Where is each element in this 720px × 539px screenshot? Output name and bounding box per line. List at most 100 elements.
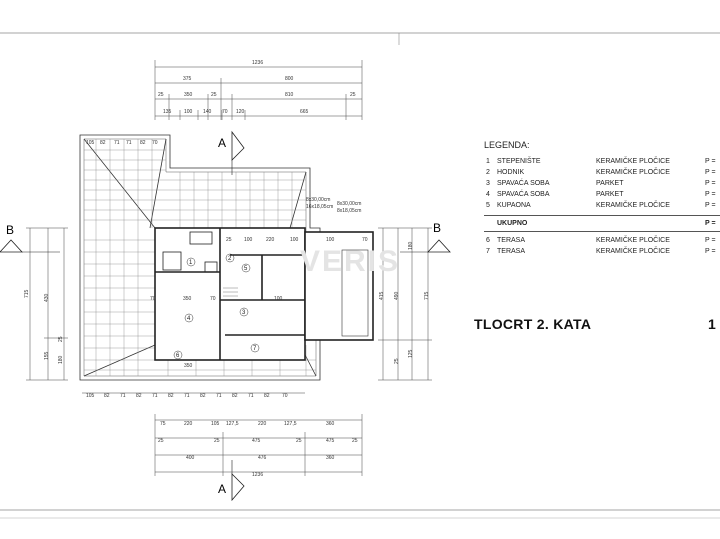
dim-bottom-r1-b: 82	[104, 393, 110, 399]
plan-title: TLOCRT 2. KATA	[474, 316, 592, 332]
watermark: VERIS	[300, 245, 401, 278]
section-arrow-a-top	[231, 130, 245, 175]
dim-interior-d: 100	[274, 296, 283, 302]
dim-left-total: 715	[24, 289, 30, 298]
dim-room-top-f: 70	[362, 237, 368, 243]
dim-roof-top-c: 71	[114, 140, 120, 146]
legend-area: P =	[705, 191, 716, 198]
dim-bottom-r1-a: 105	[86, 393, 95, 399]
legend-num: 7	[486, 248, 490, 255]
window-spec-3: 8x30,00cm	[337, 201, 361, 207]
room-label-5: 5	[244, 266, 248, 272]
window-spec-4: 8x18,05cm	[337, 208, 361, 214]
legend-row-1: 1 STEPENIŠTE KERAMIČKE PLOČICE P =	[484, 158, 720, 169]
dim-interior-b: 350	[184, 363, 193, 369]
dim-bottom-r1-c: 71	[120, 393, 126, 399]
legend-floor: PARKET	[596, 180, 624, 187]
dim-bottom-r3-c: 475	[252, 438, 261, 444]
dim-bottom-r2-c: 105	[211, 421, 220, 427]
dim-roof-top-e: 82	[140, 140, 146, 146]
legend-total-area: P =	[705, 220, 716, 227]
dim-bottom-r3-e: 475	[326, 438, 335, 444]
dim-bottom-r1-l: 82	[264, 393, 270, 399]
dim-bottom-r1-m: 70	[282, 393, 288, 399]
dim-roof-top-b: 82	[100, 140, 106, 146]
section-label-b-right: B	[433, 221, 441, 235]
dim-top-r4-c: 140	[203, 109, 212, 115]
dim-interior-a: 350	[183, 296, 192, 302]
dim-top-r2-a: 375	[183, 76, 192, 82]
dim-room-top-a: 25	[226, 237, 232, 243]
legend-room: HODNIK	[497, 169, 525, 176]
dim-top-total: 1236	[252, 60, 263, 66]
dim-bottom-total: 1236	[252, 472, 263, 478]
dim-top-r3-e: 25	[350, 92, 356, 98]
dim-bottom-r2-d: 127,5	[226, 421, 239, 427]
dim-bottom-r4-b: 476	[258, 455, 267, 461]
legend-floor: KERAMIČKE PLOČICE	[596, 202, 670, 209]
dim-right-a: 415	[379, 291, 385, 300]
legend-floor: KERAMIČKE PLOČICE	[596, 248, 670, 255]
section-arrow-a-bottom	[231, 460, 245, 502]
dim-bottom-r4-c: 360	[326, 455, 335, 461]
dim-roof-top-d: 71	[126, 140, 132, 146]
dim-bottom-r2-g: 360	[326, 421, 335, 427]
dim-room-top-c: 220	[266, 237, 275, 243]
legend-area: P =	[705, 248, 716, 255]
dim-bottom-r1-f: 82	[168, 393, 174, 399]
legend-num: 4	[486, 191, 490, 198]
legend-area: P =	[705, 158, 716, 165]
dim-bottom-r1-h: 82	[200, 393, 206, 399]
left-dimension-lines	[26, 227, 68, 381]
dim-top-r4-e: 120	[236, 109, 245, 115]
dim-right-b: 490	[394, 291, 400, 300]
dim-bottom-r1-e: 71	[152, 393, 158, 399]
legend-room: STEPENIŠTE	[497, 158, 541, 165]
dim-bottom-r2-a: 75	[160, 421, 166, 427]
legend-row-5: 5 KUPAONA KERAMIČKE PLOČICE P =	[484, 202, 720, 213]
section-label-b-left: B	[6, 223, 14, 237]
section-label-a-top: A	[218, 136, 226, 150]
dim-bottom-r1-k: 71	[248, 393, 254, 399]
dim-top-r3-d: 810	[285, 92, 294, 98]
room-label-2: 2	[228, 256, 232, 262]
legend-room: KUPAONA	[497, 202, 531, 209]
section-arrow-b-left	[0, 239, 60, 253]
room-label-3: 3	[242, 310, 246, 316]
dim-bottom-r1-d: 82	[136, 393, 142, 399]
dim-top-r4-f: 665	[300, 109, 309, 115]
dim-bottom-r3-a: 25	[158, 438, 164, 444]
dim-room-top-d: 100	[290, 237, 299, 243]
dim-roof-top-f: 70	[152, 140, 158, 146]
dim-right-e: 125	[408, 349, 414, 358]
bottom-dimension-lines	[82, 392, 363, 476]
legend-num: 2	[486, 169, 490, 176]
legend-room: SPAVAĆA SOBA	[497, 191, 550, 198]
dim-bottom-r2-e: 220	[258, 421, 267, 427]
dim-top-r4-b: 100	[184, 109, 193, 115]
room-label-7: 7	[253, 346, 257, 352]
legend-area: P =	[705, 169, 716, 176]
dim-top-r4-d: 70	[222, 109, 228, 115]
dim-roof-top-a: 105	[86, 140, 95, 146]
room-label-1: 1	[189, 260, 193, 266]
legend-total-row: UKUPNO P =	[484, 220, 720, 231]
dim-bottom-r4-a: 400	[186, 455, 195, 461]
dim-top-r2-b: 800	[285, 76, 294, 82]
window-spec-2: 16x18,05cm	[306, 204, 333, 210]
legend-floor: KERAMIČKE PLOČICE	[596, 169, 670, 176]
dim-interior-e: 70	[210, 296, 216, 302]
dim-right-d: 180	[408, 241, 414, 250]
dim-bottom-r3-b: 25	[214, 438, 220, 444]
legend-area: P =	[705, 202, 716, 209]
legend-title: LEGENDA:	[484, 140, 530, 150]
room-label-6: 6	[176, 353, 180, 359]
top-dimension-lines	[154, 60, 363, 120]
dim-top-r3-b: 350	[184, 92, 193, 98]
dim-top-r3-c: 25	[211, 92, 217, 98]
legend-area: P =	[705, 180, 716, 187]
legend-num: 6	[486, 237, 490, 244]
sheet-number: 1	[708, 316, 716, 332]
dim-right-f: 25	[394, 358, 400, 364]
dim-bottom-r3-d: 25	[296, 438, 302, 444]
